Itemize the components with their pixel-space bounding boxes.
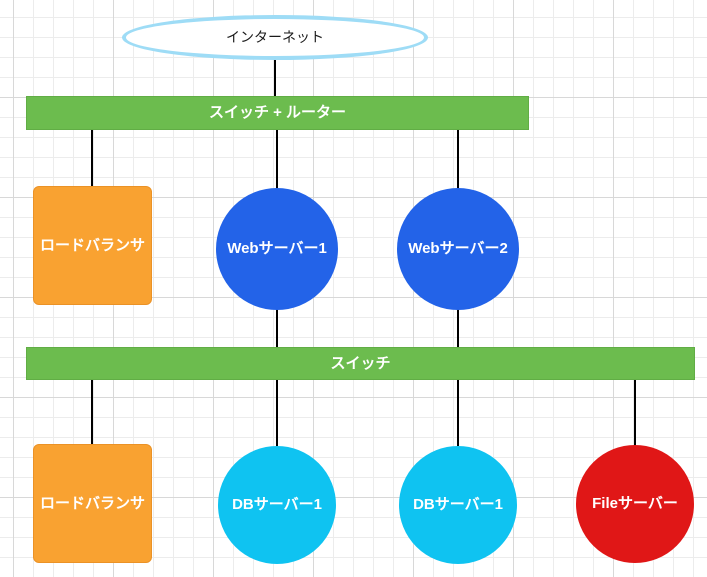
- node-web-server-1[interactable]: Webサーバー1: [216, 188, 338, 310]
- node-db-server-2[interactable]: DBサーバー1: [399, 446, 517, 564]
- node-load-balancer-bottom-label: ロードバランサ: [39, 494, 145, 512]
- edge-switch-router-web-server-1[interactable]: [276, 130, 278, 190]
- node-switch-label: スイッチ: [330, 354, 391, 372]
- edge-switch-db-server-1[interactable]: [276, 380, 278, 446]
- node-db-server-2-label: DBサーバー1: [413, 496, 503, 513]
- edge-switch-db-server-2[interactable]: [457, 380, 459, 446]
- edge-web-server-2-switch[interactable]: [457, 308, 459, 347]
- node-internet[interactable]: インターネット: [122, 15, 428, 60]
- node-load-balancer-top[interactable]: ロードバランサ: [33, 186, 152, 305]
- node-db-server-1[interactable]: DBサーバー1: [218, 446, 336, 564]
- edge-web-server-1-switch[interactable]: [276, 308, 278, 347]
- node-web-server-1-label: Webサーバー1: [227, 240, 327, 257]
- node-web-server-2-label: Webサーバー2: [408, 240, 508, 257]
- node-db-server-1-label: DBサーバー1: [232, 496, 322, 513]
- node-web-server-2[interactable]: Webサーバー2: [397, 188, 519, 310]
- edge-switch-file-server[interactable]: [634, 380, 636, 446]
- node-load-balancer-bottom[interactable]: ロードバランサ: [33, 444, 152, 563]
- edge-internet-switch-router[interactable]: [274, 60, 276, 96]
- edge-switch-load-balancer-bottom[interactable]: [91, 380, 93, 446]
- node-internet-label: インターネット: [226, 29, 324, 46]
- edge-switch-router-load-balancer-top[interactable]: [91, 130, 93, 187]
- node-switch-router[interactable]: スイッチ + ルーター: [26, 96, 529, 130]
- node-file-server[interactable]: Fileサーバー: [576, 445, 694, 563]
- node-switch[interactable]: スイッチ: [26, 347, 695, 380]
- node-file-server-label: Fileサーバー: [592, 495, 678, 512]
- node-switch-router-label: スイッチ + ルーター: [208, 104, 347, 121]
- node-load-balancer-top-label: ロードバランサ: [39, 236, 145, 254]
- edge-switch-router-web-server-2[interactable]: [457, 130, 459, 190]
